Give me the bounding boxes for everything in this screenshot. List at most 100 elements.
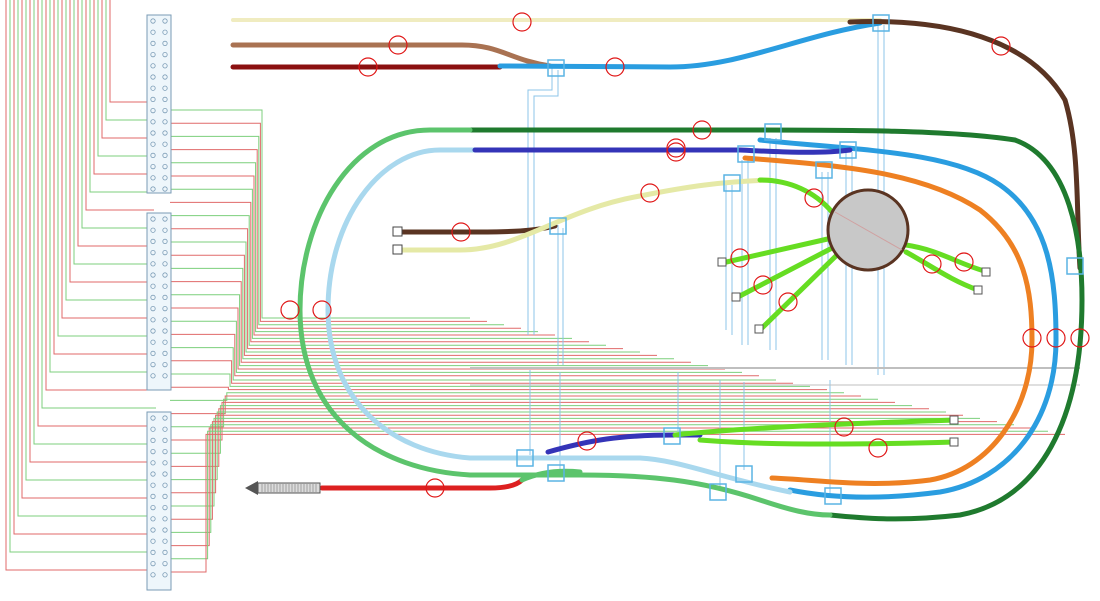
wire-right [170,411,946,481]
track-end-stub [392,244,403,255]
turnout-control-box[interactable] [764,123,782,141]
track-outer-loop-dark [467,127,1085,522]
terminal-screw [162,29,168,35]
feeder-marker[interactable] [730,248,750,268]
feeder-marker[interactable] [1022,328,1042,348]
turnout-control-box[interactable] [663,427,681,445]
terminal-screw [162,339,168,345]
turnout-control-box[interactable] [824,487,842,505]
terminal-screw [162,493,168,499]
wire-left [57,0,152,337]
feeder-marker[interactable] [451,222,471,242]
terminal-screw [162,175,168,181]
turnout-control-box[interactable] [709,483,727,501]
feeder-marker[interactable] [692,120,712,140]
terminal-screw [150,283,156,289]
terminal-screw [150,339,156,345]
feeder-marker[interactable] [778,292,798,312]
feeder-marker[interactable] [312,300,332,320]
terminal-screw [150,527,156,533]
wire-left [13,0,154,535]
feeder-marker[interactable] [991,36,1011,56]
feeder-marker[interactable] [1070,328,1090,348]
terminal-strip-1 [146,14,172,194]
terminal-screw [150,549,156,556]
wire-right [170,320,742,373]
terminal-screw [150,164,156,170]
feeder-marker[interactable] [922,254,942,274]
terminal-screw [162,63,168,69]
turnout-control-box[interactable] [549,217,567,235]
terminal-screw [162,250,168,256]
wire-left [33,0,152,445]
feeder-marker[interactable] [577,431,597,451]
wire-left [109,0,154,103]
feeder-marker[interactable] [954,252,974,272]
terminal-screw [162,437,168,443]
track-yellow-line [395,177,773,253]
track-end-stub [973,285,983,295]
feeder-marker[interactable] [388,35,408,55]
terminal-screw [162,350,168,356]
terminal-screw [150,261,156,267]
turnout-control-box[interactable] [547,59,565,77]
terminal-screw [162,283,168,289]
track-green-loop [297,127,833,518]
track-turntable-spur [903,249,981,293]
feeder-marker[interactable] [753,275,773,295]
turnout-control-box[interactable] [815,161,833,179]
track-end-stub [731,292,741,302]
terminal-screw [150,108,156,114]
terminal-screw [162,216,168,222]
turnout-control-box[interactable] [735,465,753,483]
turnout-control-box[interactable] [723,174,741,192]
terminal-screw [162,317,168,323]
track-orange-loop [742,155,1035,486]
terminal-screw [162,152,168,158]
terminal-screw [150,186,156,192]
feeder-marker[interactable] [640,183,660,203]
turnout-control-box[interactable] [839,141,857,159]
wire-left [17,0,156,517]
turnout-control-box[interactable] [737,145,755,163]
turnout-control-box[interactable] [547,464,565,482]
feeder-marker[interactable] [834,417,854,437]
feeder-marker[interactable] [512,12,532,32]
wire-right [170,424,1014,533]
terminal-screw [150,482,156,488]
terminal-screw [150,448,156,455]
wire-right [170,421,997,520]
wire-right [170,294,708,367]
feeder-marker[interactable] [868,438,888,458]
feeder-marker[interactable] [804,188,824,208]
feeder-marker[interactable] [666,142,686,162]
wire-left [41,0,156,409]
feeder-marker[interactable] [425,478,445,498]
terminal-strips [146,14,172,591]
turnout-control-box[interactable] [1066,257,1084,275]
track-end-stub [981,267,991,277]
wire-right [170,267,674,360]
track-yard-spur [697,437,958,447]
turnout-control-box[interactable] [516,449,534,467]
terminal-screw [150,560,156,567]
feeder-marker[interactable] [358,57,378,77]
wire-left [101,0,150,139]
terminal-screw [150,317,156,323]
track-turntable-spur [719,235,835,266]
track-end-stub [717,257,727,267]
wire-right [170,408,929,467]
feeder-marker[interactable] [605,57,625,77]
wire-left [25,0,160,481]
feeder-marker[interactable] [1046,328,1066,348]
terminal-screw [162,426,168,432]
terminal-screw [150,175,156,181]
feeder-marker[interactable] [666,138,686,158]
wire-right [170,360,793,384]
wire-left [61,0,154,319]
turnout-control-box[interactable] [872,14,890,32]
feeder-marker[interactable] [280,300,300,320]
track-brown-return [847,19,1083,271]
wire-right [170,427,1031,547]
terminal-screw [162,164,168,170]
